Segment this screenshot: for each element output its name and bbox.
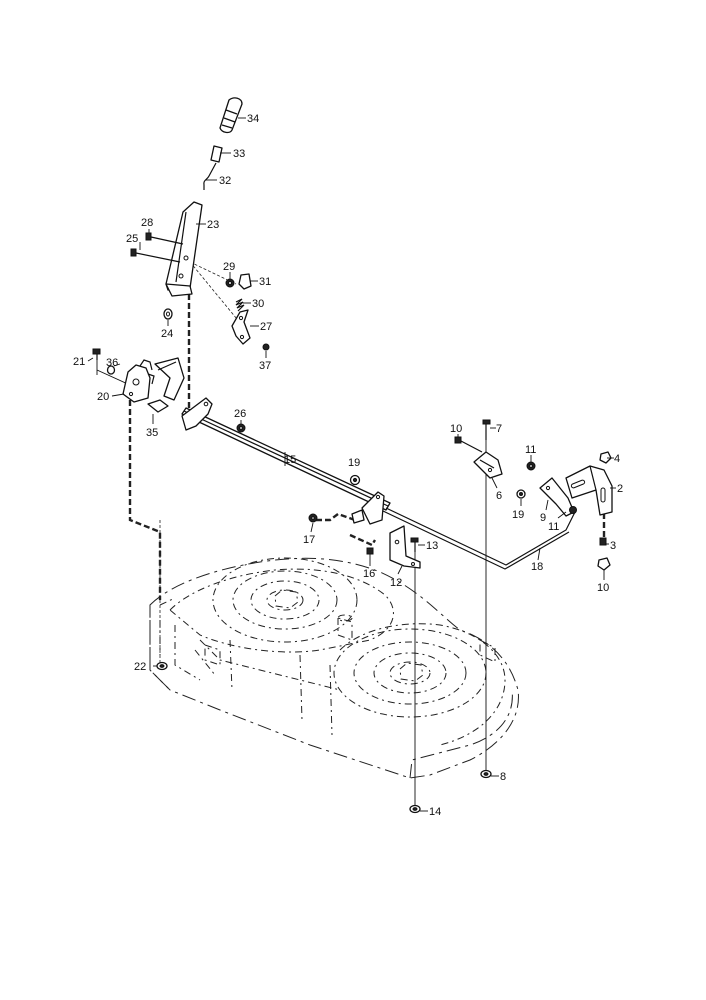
callout-3: 3 (610, 540, 616, 552)
leader-lines (87, 117, 616, 812)
washer-36 (106, 365, 116, 375)
callout-29: 29 (223, 261, 235, 273)
callout-6: 6 (496, 490, 502, 502)
callout-28: 28 (141, 217, 153, 229)
lift-handle-assembly (165, 97, 243, 297)
callout-9: 9 (540, 512, 546, 524)
bolt-10-a (454, 436, 483, 453)
callout-13: 13 (426, 540, 438, 552)
lift-shaft-15 (181, 397, 391, 525)
bracket-2 (565, 465, 613, 516)
nut-10-b (597, 557, 611, 571)
lever-27 (231, 309, 251, 345)
nut-29 (225, 278, 235, 288)
latch-31 (238, 273, 252, 290)
sector-plate-20 (122, 359, 155, 403)
callout-21: 21 (73, 356, 85, 368)
bracket-12 (389, 525, 421, 569)
callout-labels: 34 33 32 23 28 25 29 31 30 24 27 37 21 3… (73, 113, 623, 818)
callout-11-a: 11 (525, 444, 536, 456)
nut-37 (262, 343, 270, 351)
callout-7: 7 (496, 423, 502, 435)
callout-30: 30 (252, 298, 264, 310)
callout-37: 37 (259, 360, 271, 372)
callout-22: 22 (134, 661, 146, 673)
callout-35: 35 (146, 427, 158, 439)
bolt-7 (482, 419, 491, 440)
callout-2: 2 (617, 483, 623, 495)
callout-27: 27 (260, 321, 272, 333)
callout-11-b: 11 (548, 521, 559, 533)
bolt-13 (410, 537, 419, 552)
nut-14 (409, 804, 421, 814)
nut-4 (599, 451, 612, 464)
callout-20: 20 (97, 391, 109, 403)
nut-8 (480, 769, 492, 779)
washer-19-b (516, 489, 526, 499)
callout-10-a: 10 (450, 423, 462, 435)
callout-26: 26 (234, 408, 246, 420)
callout-15: 15 (284, 454, 296, 466)
bolt-3 (599, 537, 607, 546)
spring-30 (235, 298, 245, 312)
callout-23: 23 (207, 219, 219, 231)
bolt-21 (92, 348, 101, 360)
bolt-28 (145, 232, 184, 245)
callout-36: 36 (106, 357, 118, 369)
callout-4: 4 (614, 453, 620, 465)
reference-lines (96, 261, 487, 805)
callout-14: 14 (429, 806, 441, 818)
bolt-16 (366, 547, 374, 555)
hidden-linkage (128, 285, 606, 600)
callout-25: 25 (126, 233, 138, 245)
nut-11-b (569, 506, 577, 514)
washer-19-a (349, 474, 361, 486)
bracket-6 (473, 451, 503, 479)
callout-34: 34 (247, 113, 259, 125)
bolt-25 (130, 248, 181, 263)
callout-10-b: 10 (597, 582, 609, 594)
mower-deck (149, 557, 519, 779)
callout-33: 33 (233, 148, 245, 160)
nut-22 (156, 661, 168, 671)
segment-gear (154, 357, 185, 401)
callout-12: 12 (390, 577, 402, 589)
pawl-35 (147, 399, 169, 413)
callout-8: 8 (500, 771, 506, 783)
link-rod-18 (382, 507, 576, 570)
nut-17 (308, 513, 318, 523)
callout-18: 18 (531, 561, 543, 573)
callout-24: 24 (161, 328, 173, 340)
washer-26 (236, 423, 246, 433)
washer-24 (163, 308, 173, 320)
callout-32: 32 (219, 175, 231, 187)
callout-19-b: 19 (512, 509, 524, 521)
callout-16: 16 (363, 568, 375, 580)
nut-11-a (526, 461, 536, 471)
callout-31: 31 (259, 276, 271, 288)
callout-17: 17 (303, 534, 315, 546)
callout-19-a: 19 (348, 457, 360, 469)
